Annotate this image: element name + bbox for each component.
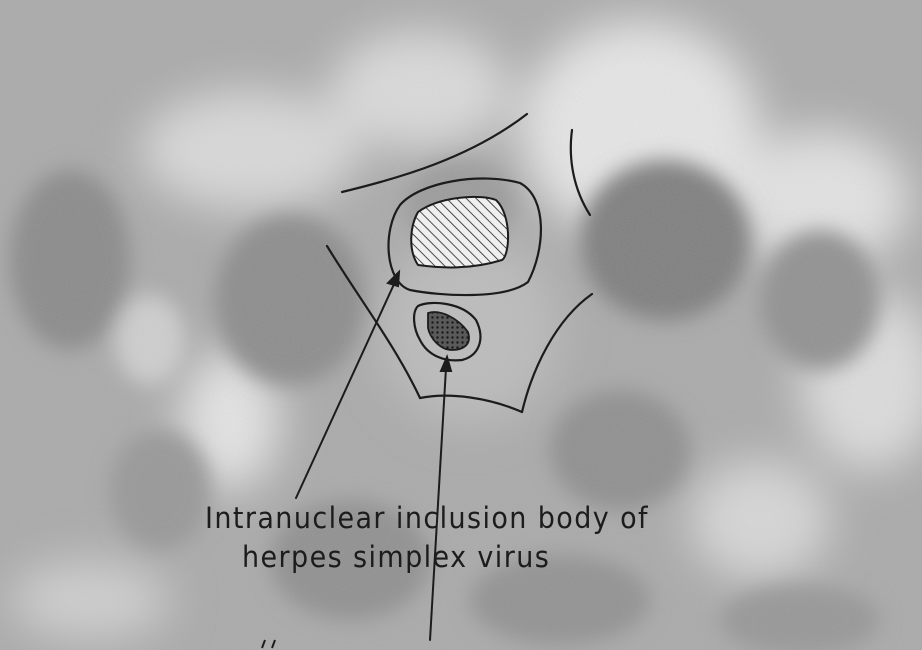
- caption-line-2: herpes simplex virus: [242, 541, 550, 574]
- caption-line-1: Intranuclear inclusion body of: [205, 502, 649, 535]
- upper-inclusion-body: [411, 197, 508, 268]
